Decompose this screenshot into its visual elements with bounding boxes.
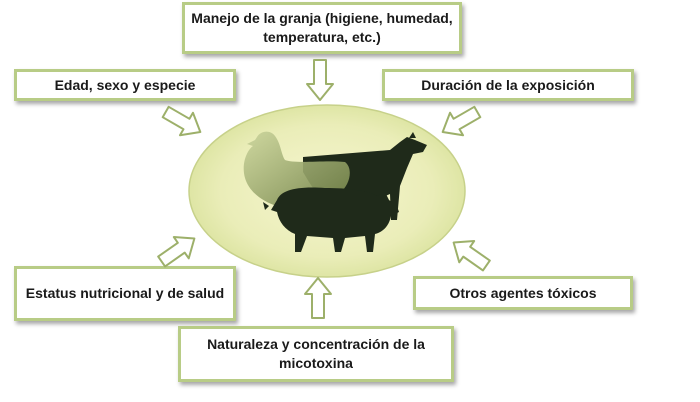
arrow-icon — [157, 236, 196, 268]
arrow-icon — [306, 59, 334, 101]
factor-farm-management: Manejo de la granja (higiene, humedad, t… — [182, 2, 462, 54]
factor-mycotoxin-nature: Naturaleza y concentración de la micotox… — [178, 326, 454, 382]
animals-illustration — [188, 104, 466, 278]
factor-farm-management-label: Manejo de la granja (higiene, humedad, t… — [191, 10, 453, 45]
factor-nutritional-health: Estatus nutricional y de salud — [14, 266, 236, 321]
factor-age-sex-species: Edad, sexo y especie — [14, 69, 236, 101]
arrow-icon — [452, 240, 491, 272]
pig-icon — [263, 187, 399, 252]
factor-exposure-duration-label: Duración de la exposición — [421, 76, 595, 93]
arrow-icon — [161, 105, 202, 137]
factor-other-toxic-agents-label: Otros agentes tóxicos — [449, 284, 597, 301]
factor-mycotoxin-nature-label: Naturaleza y concentración de la micotox… — [207, 336, 425, 371]
factor-age-sex-species-label: Edad, sexo y especie — [54, 76, 196, 93]
factor-nutritional-health-label: Estatus nutricional y de salud — [25, 285, 225, 301]
factor-other-toxic-agents: Otros agentes tóxicos — [413, 276, 633, 310]
factor-exposure-duration: Duración de la exposición — [382, 69, 634, 101]
arrow-icon — [304, 277, 332, 319]
arrow-icon — [441, 105, 482, 137]
